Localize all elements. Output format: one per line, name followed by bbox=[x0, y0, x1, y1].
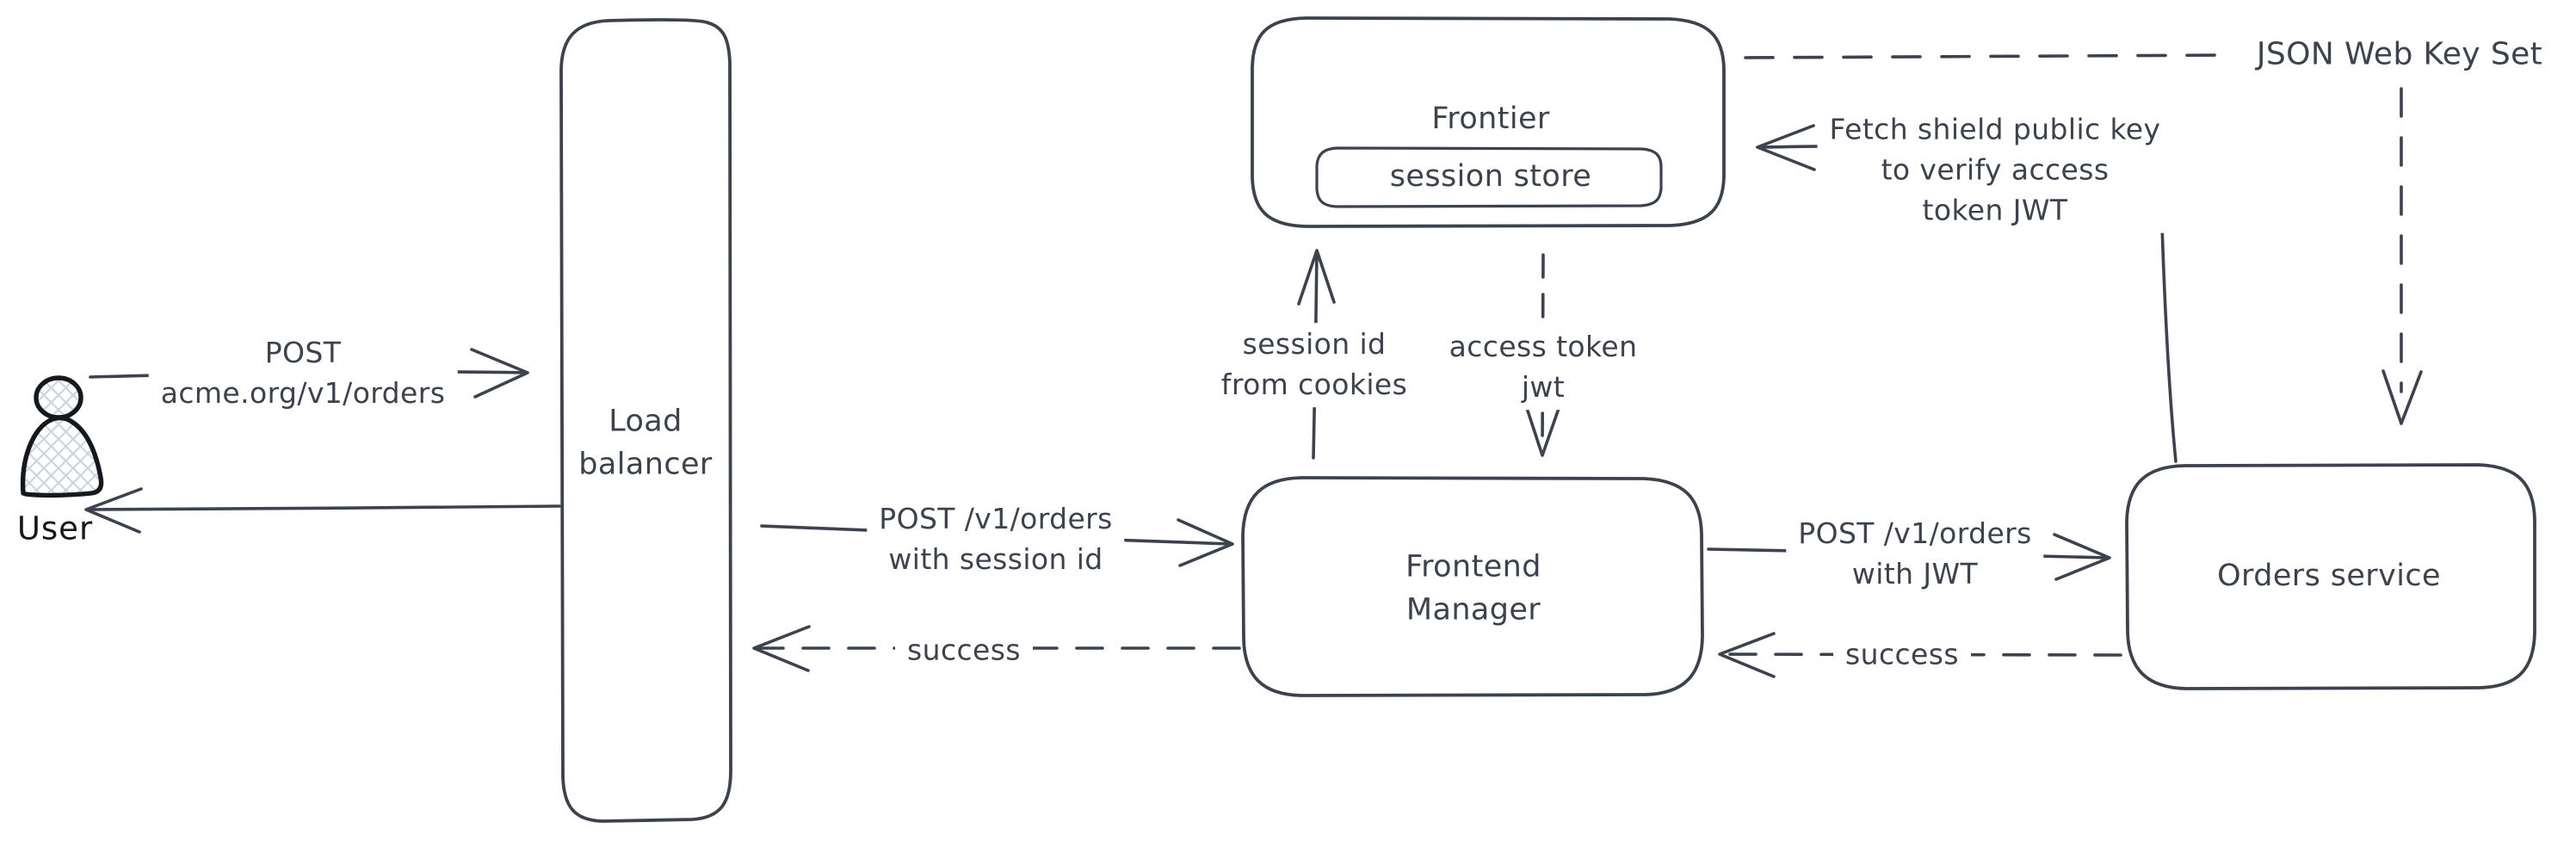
frontier-box bbox=[1251, 16, 1726, 228]
edge-label-access-token-line1: access token bbox=[1449, 330, 1638, 364]
edge-label-fm-to-orders: POST /v1/orders with JWT bbox=[1786, 512, 2044, 597]
arrowhead-fm-to-frontier bbox=[1297, 249, 1336, 306]
edge-label-session-id-line2: from cookies bbox=[1220, 368, 1408, 401]
arrowhead-frontier-to-fm bbox=[1523, 401, 1562, 457]
arrowhead-lb-to-fm bbox=[1177, 518, 1234, 567]
edge-label-user-to-lb-line2: acme.org/v1/orders bbox=[160, 376, 446, 410]
edge-label-fm-to-orders-line2: with JWT bbox=[1851, 557, 1979, 590]
edge-label-fm-to-orders-line1: POST /v1/orders bbox=[1798, 516, 2032, 551]
arrowhead-orders-to-fm-success bbox=[1718, 632, 1776, 678]
line-frontier-to-jwks bbox=[1744, 53, 2231, 59]
arrowhead-fm-to-lb-success bbox=[752, 625, 811, 672]
edge-label-session-id-line1: session id bbox=[1242, 327, 1387, 362]
edge-label-access-token: access token jwt bbox=[1436, 325, 1650, 410]
edge-label-fm-to-lb-success: success bbox=[895, 628, 1033, 673]
arrow-lb-to-user bbox=[85, 504, 561, 511]
load-balancer-box bbox=[559, 18, 732, 823]
edge-label-lb-to-fm-line1: POST /v1/orders bbox=[879, 502, 1113, 536]
edge-label-user-to-lb-line1: POST bbox=[264, 336, 342, 370]
load-balancer-label: Load balancer bbox=[578, 400, 712, 485]
frontend-manager-label-line1: Frontend bbox=[1405, 549, 1541, 584]
load-balancer-label-line2: balancer bbox=[578, 447, 713, 481]
edge-label-orders-to-fm-success: success bbox=[1833, 633, 1971, 677]
arrowhead-orders-to-frontier bbox=[1756, 124, 1816, 171]
edge-label-lb-to-fm-line2: with session id bbox=[888, 542, 1103, 576]
session-store-label: session store bbox=[1389, 159, 1592, 195]
frontend-manager-label-line2: Manager bbox=[1405, 592, 1541, 627]
edge-label-access-token-line2: jwt bbox=[1521, 370, 1566, 404]
arrowhead-lb-to-user bbox=[84, 487, 143, 534]
user-body bbox=[20, 415, 104, 498]
edge-label-fetch-key-line1: Fetch shield public key bbox=[1829, 112, 2161, 146]
arrowhead-user-to-lb bbox=[470, 348, 529, 399]
user-label: User bbox=[16, 510, 94, 547]
user-head bbox=[34, 375, 83, 420]
orders-service-box bbox=[2125, 463, 2536, 690]
frontend-manager-label: Frontend Manager bbox=[1405, 546, 1541, 631]
edge-label-fetch-key-line3: token JWT bbox=[1922, 193, 2068, 227]
edge-label-lb-to-fm: POST /v1/orders with session id bbox=[867, 498, 1125, 582]
arrowhead-jwks-to-orders bbox=[2381, 369, 2423, 425]
orders-service-label: Orders service bbox=[2217, 559, 2441, 594]
load-balancer-label-line1: Load bbox=[608, 404, 683, 439]
edge-label-user-to-lb: POST acme.org/v1/orders bbox=[148, 331, 458, 416]
frontier-label: Frontier bbox=[1431, 102, 1550, 137]
edge-label-session-id: session id from cookies bbox=[1208, 323, 1420, 407]
frontend-manager-box bbox=[1241, 476, 1704, 697]
edge-label-fetch-key: Fetch shield public key to verify access… bbox=[1817, 108, 2173, 233]
session-store-box bbox=[1315, 146, 1663, 208]
jwks-label: JSON Web Key Set bbox=[2251, 32, 2548, 77]
arrowhead-fm-to-orders bbox=[2053, 533, 2111, 581]
edge-label-fetch-key-line2: to verify access bbox=[1881, 152, 2110, 187]
